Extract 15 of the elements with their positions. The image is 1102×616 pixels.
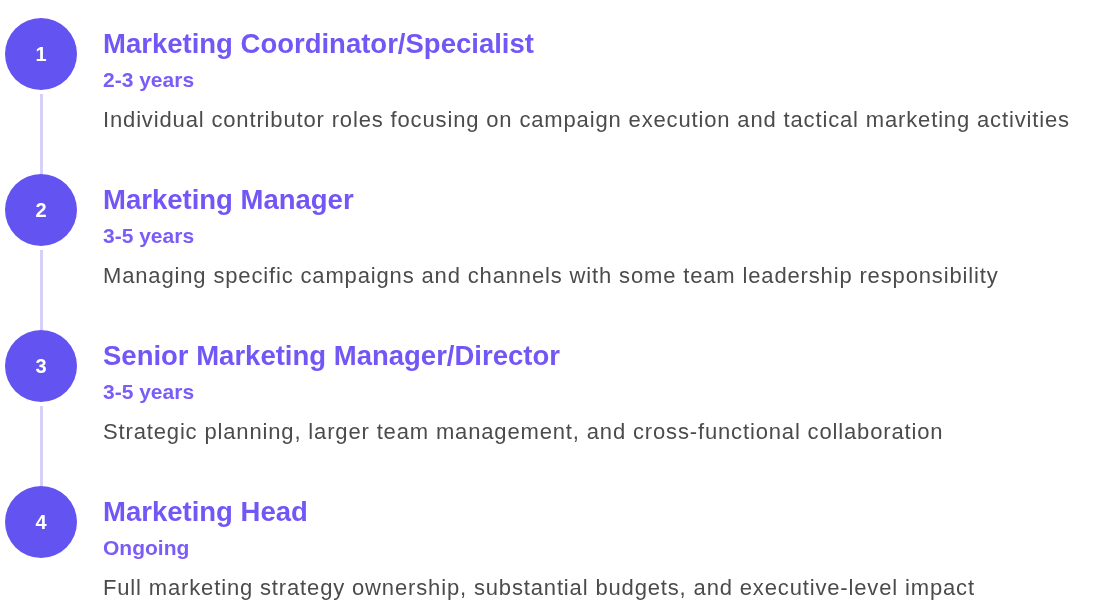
duration-label: 3-5 years xyxy=(103,224,195,248)
step-title: Marketing Coordinator/Specialist xyxy=(103,28,534,60)
step-title: Senior Marketing Manager/Director xyxy=(103,340,560,372)
step-description: Strategic planning, larger team management, and cross-functional collaboration xyxy=(103,418,944,446)
step-title: Marketing Head xyxy=(103,496,308,528)
duration-label: Ongoing xyxy=(103,536,190,560)
connector-line xyxy=(40,250,43,330)
duration-label: 2-3 years xyxy=(103,68,195,92)
connector-line xyxy=(40,406,43,486)
step-title: Marketing Manager xyxy=(103,184,354,216)
step-description: Managing specific campaigns and channels with some team leadership responsibility xyxy=(103,262,999,290)
step-description: Individual contributor roles focusing on campaign execution and tactical marketing activities xyxy=(103,106,1070,134)
connector-line xyxy=(40,94,43,174)
step-description: Full marketing strategy ownership, substantial budgets, and executive-level impact xyxy=(103,574,975,602)
duration-label: 3-5 years xyxy=(103,380,195,404)
